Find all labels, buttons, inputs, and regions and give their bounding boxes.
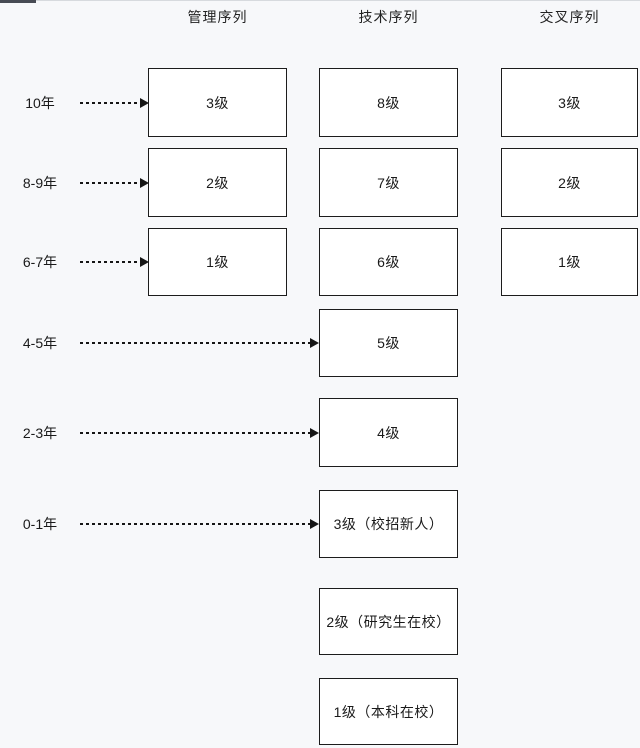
arrow-dashed-line <box>80 523 310 525</box>
top-left-artifact-strip <box>0 0 36 3</box>
arrow-4-5yr <box>80 338 319 348</box>
arrow-0-1yr <box>80 519 319 529</box>
level-box-cross-2: 2级 <box>501 148 638 217</box>
arrowhead-icon <box>140 98 149 108</box>
top-edge-line <box>0 0 640 1</box>
arrow-dashed-line <box>80 342 310 344</box>
year-label-4-5: 4-5年 <box>22 335 58 351</box>
year-label-6-7: 6-7年 <box>22 254 58 270</box>
arrow-2-3yr <box>80 428 319 438</box>
level-box-technical-8: 8级 <box>319 68 458 137</box>
level-box-management-1: 1级 <box>148 228 287 296</box>
year-label-10: 10年 <box>25 95 55 111</box>
level-box-technical-7: 7级 <box>319 148 458 217</box>
level-box-technical-1-undergrad: 1级（本科在校） <box>319 678 458 745</box>
arrowhead-icon <box>310 428 319 438</box>
arrow-8-9yr <box>80 178 149 188</box>
level-box-technical-3-campus-hire: 3级（校招新人） <box>319 490 458 558</box>
level-box-management-3: 3级 <box>148 68 287 137</box>
arrowhead-icon <box>140 178 149 188</box>
arrowhead-icon <box>140 257 149 267</box>
column-header-cross: 交叉序列 <box>539 9 600 25</box>
level-box-cross-3: 3级 <box>501 68 638 137</box>
arrowhead-icon <box>310 519 319 529</box>
level-box-cross-1: 1级 <box>501 228 638 296</box>
year-label-2-3: 2-3年 <box>22 425 58 441</box>
level-box-technical-4: 4级 <box>319 398 458 467</box>
arrow-dashed-line <box>80 261 140 263</box>
level-box-technical-6: 6级 <box>319 228 458 296</box>
year-label-0-1: 0-1年 <box>22 516 58 532</box>
arrow-dashed-line <box>80 432 310 434</box>
column-header-management: 管理序列 <box>187 9 248 25</box>
level-box-technical-2-grad-student: 2级（研究生在校） <box>319 588 458 655</box>
level-box-management-2: 2级 <box>148 148 287 217</box>
arrowhead-icon <box>310 338 319 348</box>
arrow-6-7yr <box>80 257 149 267</box>
arrow-10yr <box>80 98 149 108</box>
column-header-technical: 技术序列 <box>358 9 419 25</box>
level-box-technical-5: 5级 <box>319 309 458 377</box>
arrow-dashed-line <box>80 182 140 184</box>
year-label-8-9: 8-9年 <box>22 175 58 191</box>
arrow-dashed-line <box>80 102 140 104</box>
